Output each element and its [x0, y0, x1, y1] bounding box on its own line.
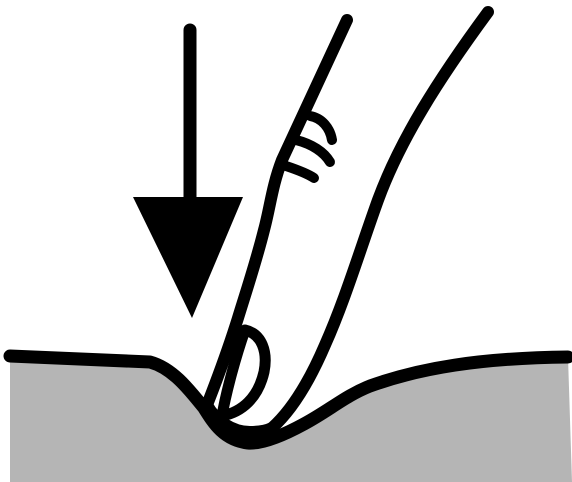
- knuckle-wrinkle-1: [310, 116, 332, 140]
- down-arrow-icon: [133, 30, 243, 318]
- knuckle-wrinkle-2: [296, 140, 330, 162]
- surface-fill: [10, 356, 572, 482]
- arrow-head: [133, 197, 243, 318]
- knuckle-wrinkle-3: [286, 166, 314, 178]
- surface: [10, 356, 572, 482]
